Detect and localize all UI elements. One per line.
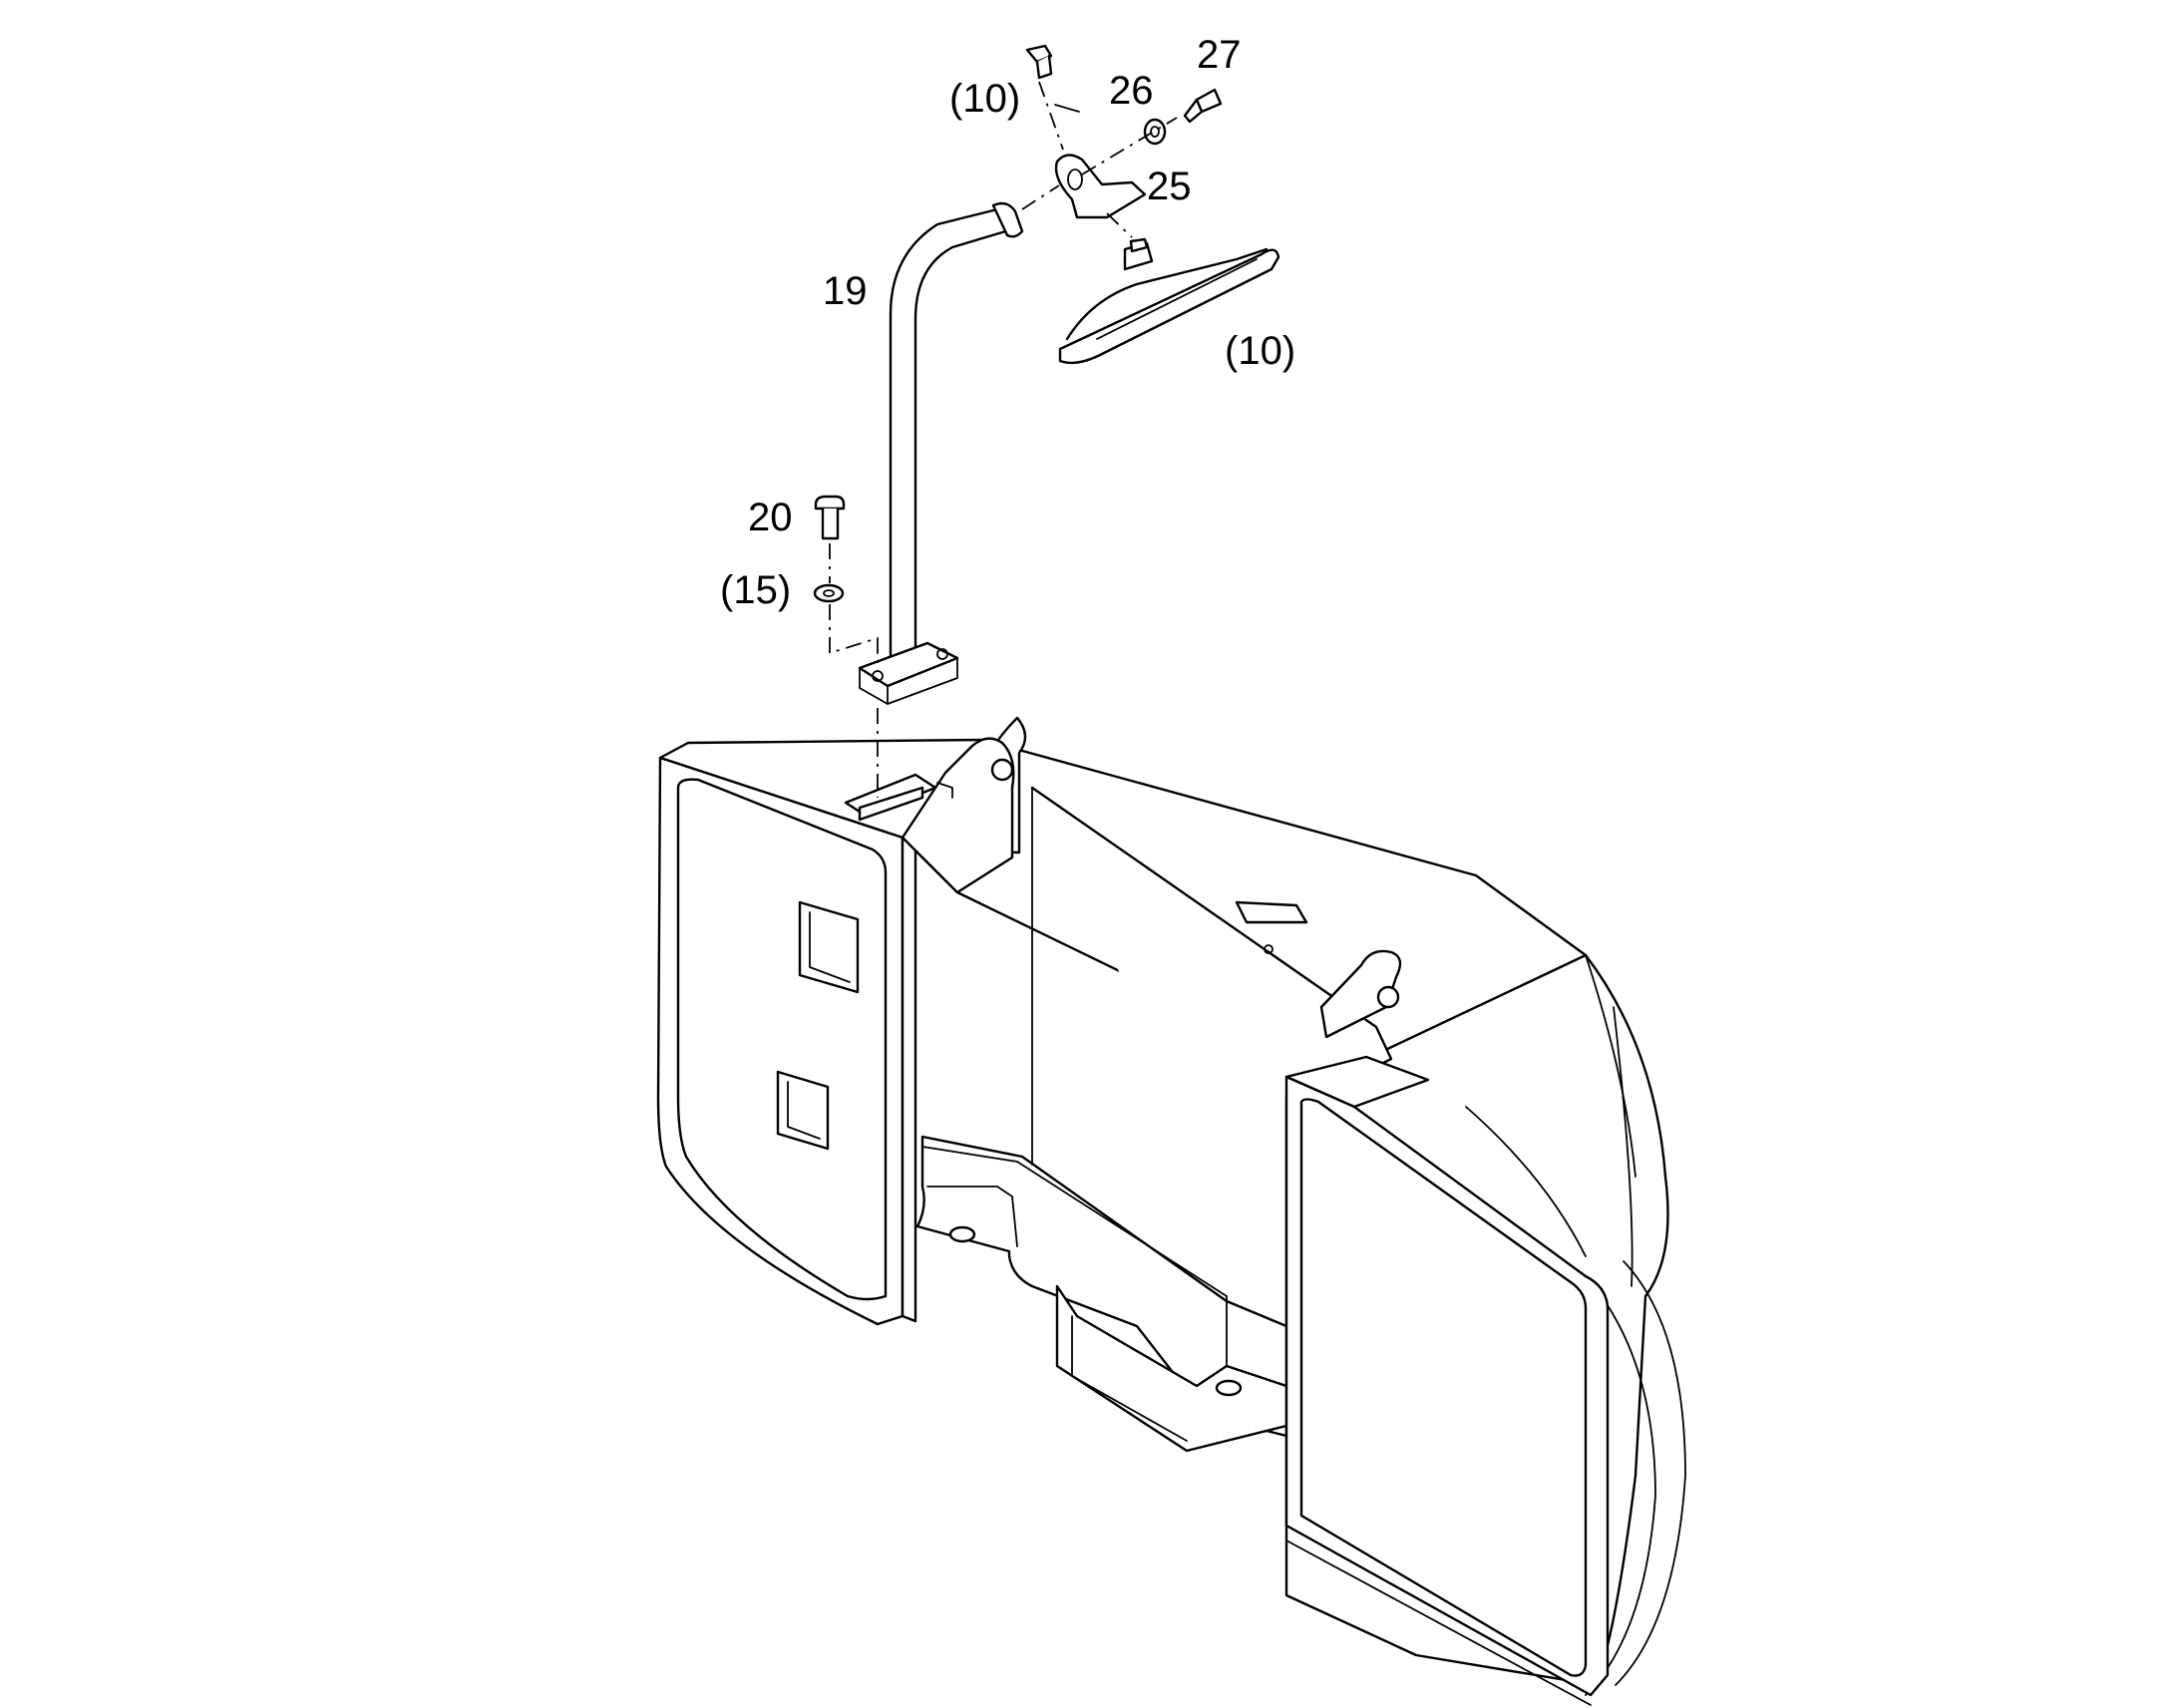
bracket-25-part xyxy=(1054,154,1147,219)
assembly-lines xyxy=(829,81,1178,798)
work-lamp-part xyxy=(1058,237,1280,365)
callout-washer-26: 26 xyxy=(1109,69,1154,113)
callout-washer-15: (15) xyxy=(720,568,791,612)
callout-pipe-19: 19 xyxy=(823,269,868,313)
callout-bolt-27: 27 xyxy=(1197,33,1242,77)
callout-lamp-10: (10) xyxy=(1225,329,1295,373)
callout-bolt-20: 20 xyxy=(748,496,793,539)
pipe-19-part xyxy=(858,201,1024,705)
counterweight-body xyxy=(656,716,1686,1706)
fasteners xyxy=(813,44,1223,603)
callout-labels: (10) 26 27 25 19 (10) 20 (15) xyxy=(720,33,1295,612)
callout-bracket-25: 25 xyxy=(1147,165,1192,208)
callout-lamp-screw: (10) xyxy=(949,77,1020,121)
